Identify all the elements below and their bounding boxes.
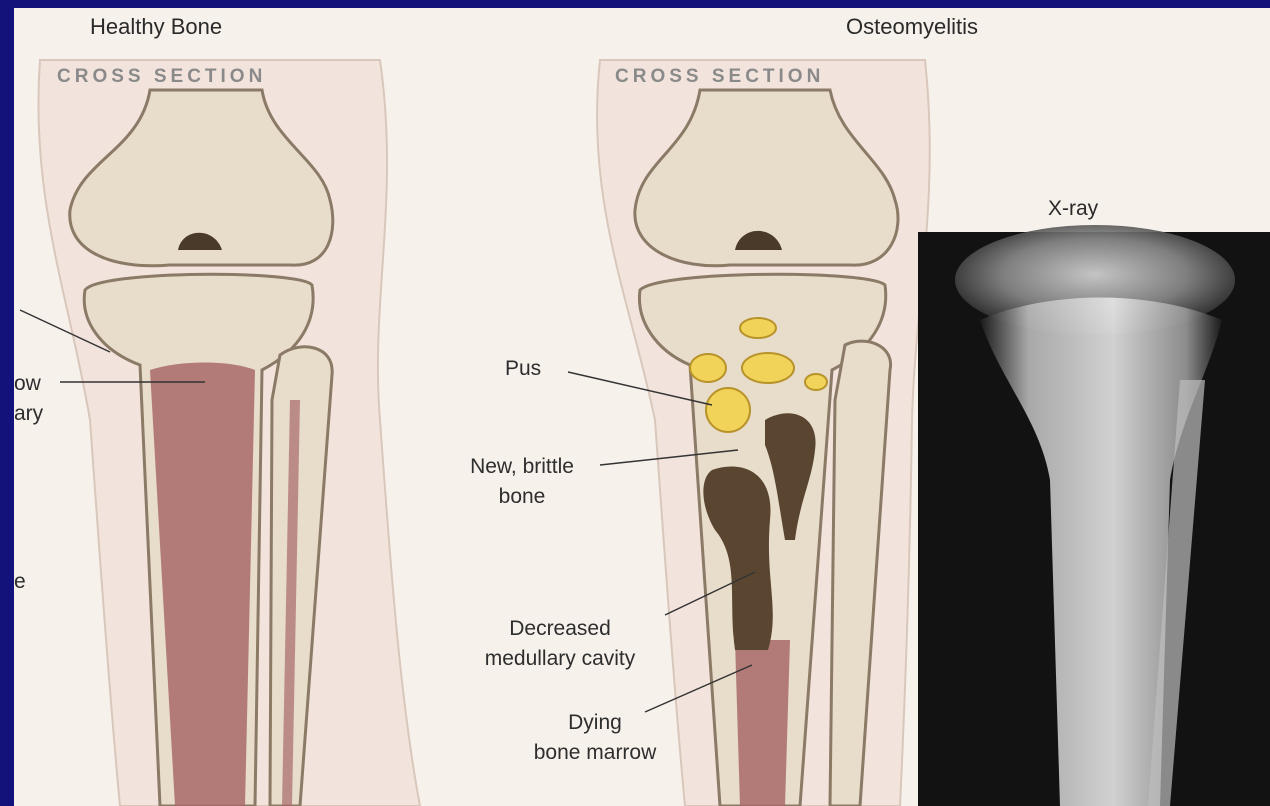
new-brittle-line-1: New, brittle bbox=[437, 452, 607, 482]
decreased-cavity-label: Decreased medullary cavity bbox=[450, 614, 670, 674]
dying-marrow-label: Dying bone marrow bbox=[490, 708, 700, 768]
cross-section-label-left: CROSS SECTION bbox=[57, 66, 266, 88]
cross-section-label-right: CROSS SECTION bbox=[615, 66, 824, 88]
decreased-line-2: medullary cavity bbox=[450, 644, 670, 674]
dying-line-1: Dying bbox=[490, 708, 700, 738]
xray-title: X-ray bbox=[1048, 197, 1098, 221]
osteomyelitis-title: Osteomyelitis bbox=[846, 14, 978, 40]
osteo-marrow-remnant bbox=[735, 640, 790, 806]
dying-line-2: bone marrow bbox=[490, 738, 700, 768]
healthy-bone-title: Healthy Bone bbox=[90, 14, 222, 40]
cut-label-2: ary bbox=[14, 402, 43, 426]
pus-blob bbox=[706, 388, 750, 432]
cut-label-3: e bbox=[14, 570, 26, 594]
xray-image bbox=[918, 225, 1270, 806]
healthy-leg bbox=[20, 60, 420, 806]
new-brittle-line-2: bone bbox=[437, 482, 607, 512]
decreased-line-1: Decreased bbox=[450, 614, 670, 644]
osteo-leg bbox=[568, 60, 930, 806]
new-brittle-bone-label: New, brittle bone bbox=[437, 452, 607, 512]
pus-label: Pus bbox=[505, 354, 541, 384]
cut-label-1: ow bbox=[14, 372, 41, 396]
